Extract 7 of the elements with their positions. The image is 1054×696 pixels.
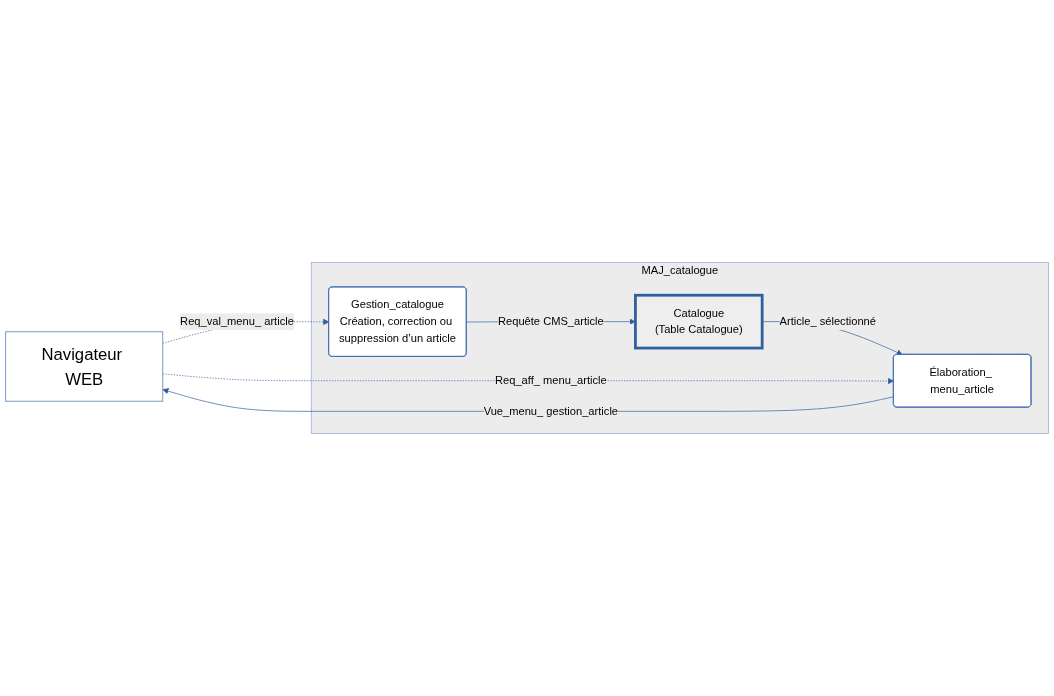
edge-label: Article_ sélectionné — [779, 315, 876, 328]
edge-label: Vue_menu_ gestion_article — [483, 405, 619, 417]
edge-label: Requête CMS_article — [497, 315, 604, 328]
edge-label: Req_val_menu_ article — [180, 315, 294, 328]
node-box: Catalogue (Table Catalogue) — [634, 293, 764, 350]
edge-label: Req_aff_ menu_article — [494, 374, 607, 387]
node-box: Navigateur WEB — [5, 331, 164, 402]
